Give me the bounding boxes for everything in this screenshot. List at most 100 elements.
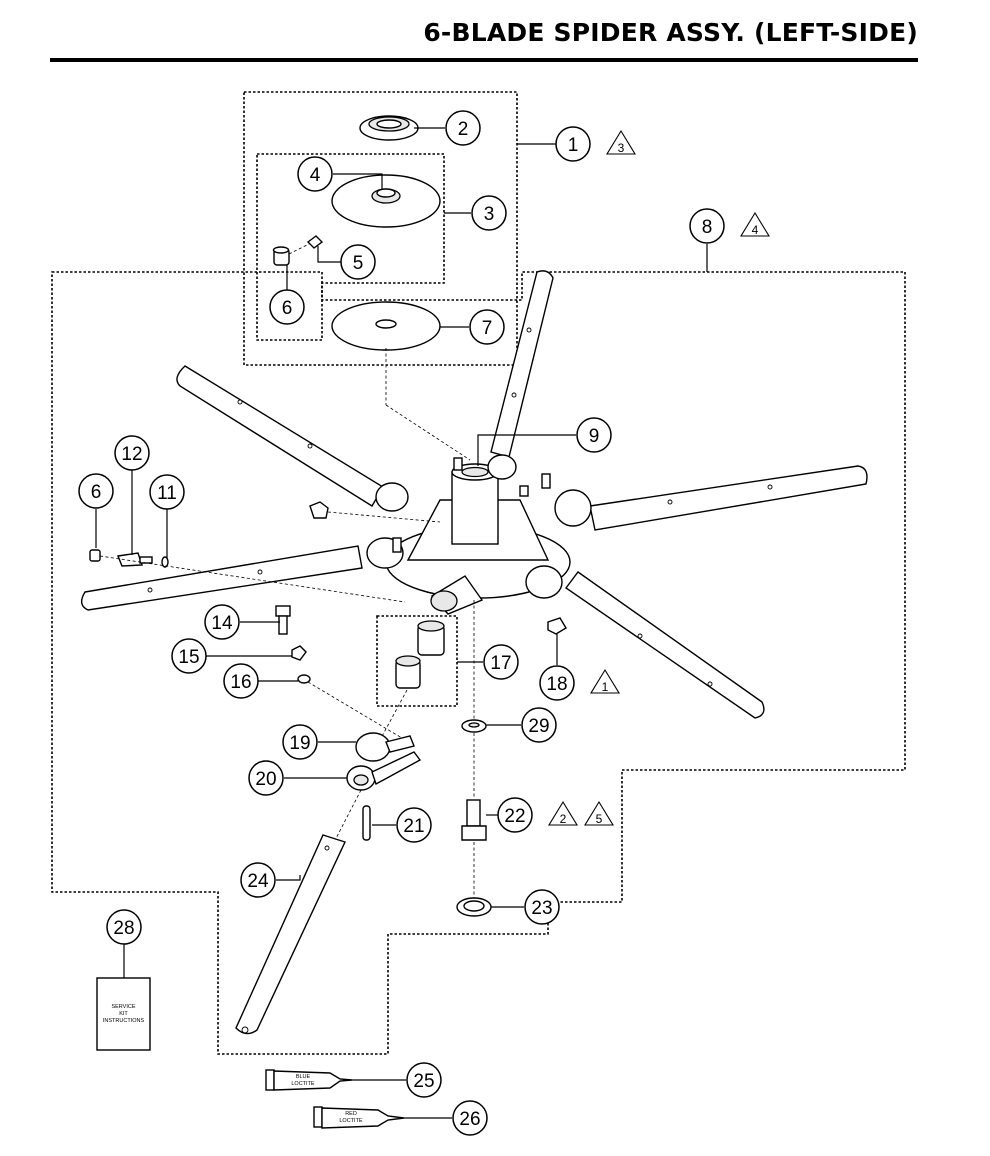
callout-number: 22 <box>504 806 525 827</box>
title-rule <box>50 58 918 62</box>
arm-upper-left <box>176 365 384 507</box>
washer-23 <box>456 897 492 917</box>
callout-c28: 28 <box>106 909 142 945</box>
arm-upper-right <box>490 270 554 458</box>
assembly-8-boundary <box>51 271 906 1055</box>
nut-hub-left <box>309 501 329 519</box>
arm-left <box>80 545 363 611</box>
callout-number: 6 <box>91 482 102 503</box>
callout-c12: 12 <box>114 435 150 471</box>
callout-circle <box>340 244 376 280</box>
callout-c6b: 6 <box>78 473 114 509</box>
callout-c9: 9 <box>576 417 612 453</box>
assembly-3-boundary <box>256 153 445 341</box>
callout-circle <box>149 474 185 510</box>
callout-number: 16 <box>230 672 251 693</box>
callout-c17: 17 <box>483 644 519 680</box>
pin-21 <box>362 805 371 841</box>
page-title: 6-BLADE SPIDER ASSY. (LEFT-SIDE) <box>423 18 918 47</box>
callout-circle <box>204 604 240 640</box>
kit-card-line-1: SERVICE <box>111 1004 135 1010</box>
warning-triangle-icon <box>606 129 636 155</box>
cap-6-top <box>272 246 290 266</box>
blue-tube-line-1: BLUE <box>296 1074 311 1080</box>
spider-hub <box>366 454 592 615</box>
red-tube-line-2: LOCTITE <box>339 1118 363 1124</box>
washer-11 <box>161 556 169 568</box>
callout-number: 4 <box>310 165 321 186</box>
disc-3 <box>331 174 441 228</box>
callout-circle <box>223 663 259 699</box>
callout-circle <box>171 638 207 674</box>
callout-circle <box>240 862 276 898</box>
red-tube-line-1: RED <box>345 1111 357 1117</box>
callout-circle <box>282 724 318 760</box>
nut-18 <box>547 617 567 635</box>
callout-c3: 3 <box>471 195 507 231</box>
warning-triangle-icon <box>590 668 620 694</box>
warning-triangle-icon <box>740 211 770 237</box>
callout-number: 28 <box>113 918 134 939</box>
warning-number: 5 <box>596 812 603 826</box>
assembly-17-boundary <box>376 615 458 707</box>
callout-circle <box>114 435 150 471</box>
callout-c7: 7 <box>469 309 505 345</box>
blue-tube-line-2: LOCTITE <box>291 1081 315 1087</box>
callout-circle <box>483 644 519 680</box>
callout-circle <box>539 665 575 701</box>
callout-number: 19 <box>289 733 310 754</box>
warning-number: 1 <box>602 680 609 694</box>
callout-number: 2 <box>458 119 469 140</box>
callout-circle <box>106 909 142 945</box>
arm-lower-right <box>565 571 765 719</box>
callout-c29: 29 <box>521 707 557 743</box>
leader-lines <box>95 127 708 1119</box>
callout-c26: 26 <box>452 1100 488 1136</box>
callout-c2: 2 <box>445 110 481 146</box>
warning-number: 4 <box>752 223 759 237</box>
fitting-5 <box>306 235 324 249</box>
callout-circle <box>452 1100 488 1136</box>
callout-circle <box>689 208 725 244</box>
callout-c5: 5 <box>340 244 376 280</box>
clamp-19 <box>355 732 415 762</box>
callout-circle <box>297 156 333 192</box>
arm-right <box>589 465 868 531</box>
callout-c20: 20 <box>248 760 284 796</box>
callout-c19: 19 <box>282 724 318 760</box>
callout-c6a: 6 <box>269 289 305 325</box>
callout-c23: 23 <box>524 889 560 925</box>
callout-circle <box>576 417 612 453</box>
callout-circle <box>521 707 557 743</box>
callout-circle <box>524 889 560 925</box>
kit-card-line-2: KIT <box>119 1011 128 1017</box>
callout-circle <box>469 309 505 345</box>
seal-2 <box>359 115 419 141</box>
bolt-22 <box>461 799 487 841</box>
cap-6-left <box>89 549 101 562</box>
kit-card-line-3: INSTRUCTIONS <box>103 1018 145 1024</box>
callout-circle <box>248 760 284 796</box>
callout-circle <box>406 1062 442 1098</box>
callout-number: 25 <box>413 1071 434 1092</box>
callout-c15: 15 <box>171 638 207 674</box>
callout-number: 23 <box>531 898 552 919</box>
service-kit-card-28: SERVICE KIT INSTRUCTIONS <box>96 977 151 1051</box>
callout-number: 1 <box>568 135 579 156</box>
callout-c16: 16 <box>223 663 259 699</box>
nut-15 <box>291 645 307 661</box>
callout-number: 5 <box>353 253 364 274</box>
callout-number: 8 <box>702 217 713 238</box>
holder-20 <box>346 751 422 791</box>
callout-number: 3 <box>484 204 495 225</box>
callout-number: 29 <box>528 716 549 737</box>
loctite-tube-blue-25: BLUE LOCTITE <box>265 1069 353 1091</box>
warning-triangle-icon <box>584 800 614 826</box>
callout-circle <box>555 126 591 162</box>
callout-number: 11 <box>157 483 177 504</box>
callout-circle <box>471 195 507 231</box>
seal-7 <box>331 301 441 351</box>
